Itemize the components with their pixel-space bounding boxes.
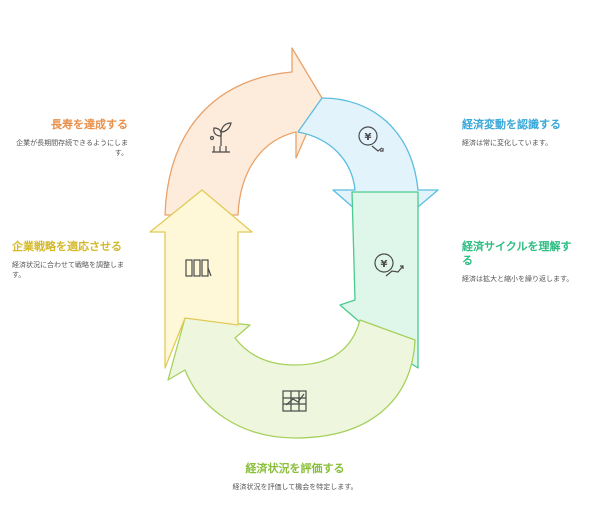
strategy-columns-icon [185,259,212,277]
step-description: 経済は常に変化しています。 [462,139,553,147]
step-adapt-strategy: 企業戦略を適応させる 経済状況に合わせて戦略を調整します。 [12,240,128,280]
step-title: 企業戦略を適応させる [12,240,122,253]
segment-achieve-longevity [164,47,323,216]
plant-growth-icon [209,122,232,153]
step-description: 経済状況に合わせて戦略を調整します。 [12,261,124,279]
step-description: 企業が長期間存続できるようにします。 [16,139,128,157]
yen-coin-up-icon: ¥ [374,253,404,277]
segment-adapt-strategy [149,189,253,369]
step-achieve-longevity: 長寿を達成する 企業が長期間存続できるようにします。 [12,118,128,158]
yen-coin-down-icon: ¥ [358,126,384,152]
step-title: 経済変動を認識する [462,118,561,131]
step-evaluate-conditions: 経済状況を評価する 経済状況を評価して機会を特定します。 [220,462,370,492]
step-understand-cycle: 経済サイクルを理解する 経済は拡大と縮小を繰り返します。 [462,240,580,284]
bar-chart-icon [282,390,307,412]
svg-text:¥: ¥ [365,132,372,143]
step-title: 経済状況を評価する [245,462,345,475]
segment-evaluate-conditions [167,317,416,439]
svg-text:¥: ¥ [381,259,388,270]
step-description: 経済状況を評価して機会を特定します。 [232,483,358,491]
step-title: 長寿を達成する [51,118,128,131]
step-recognize-fluctuation: 経済変動を認識する 経済は常に変化しています。 [462,118,588,148]
step-description: 経済は拡大と縮小を繰り返します。 [462,275,574,283]
step-title: 経済サイクルを理解する [462,240,572,267]
